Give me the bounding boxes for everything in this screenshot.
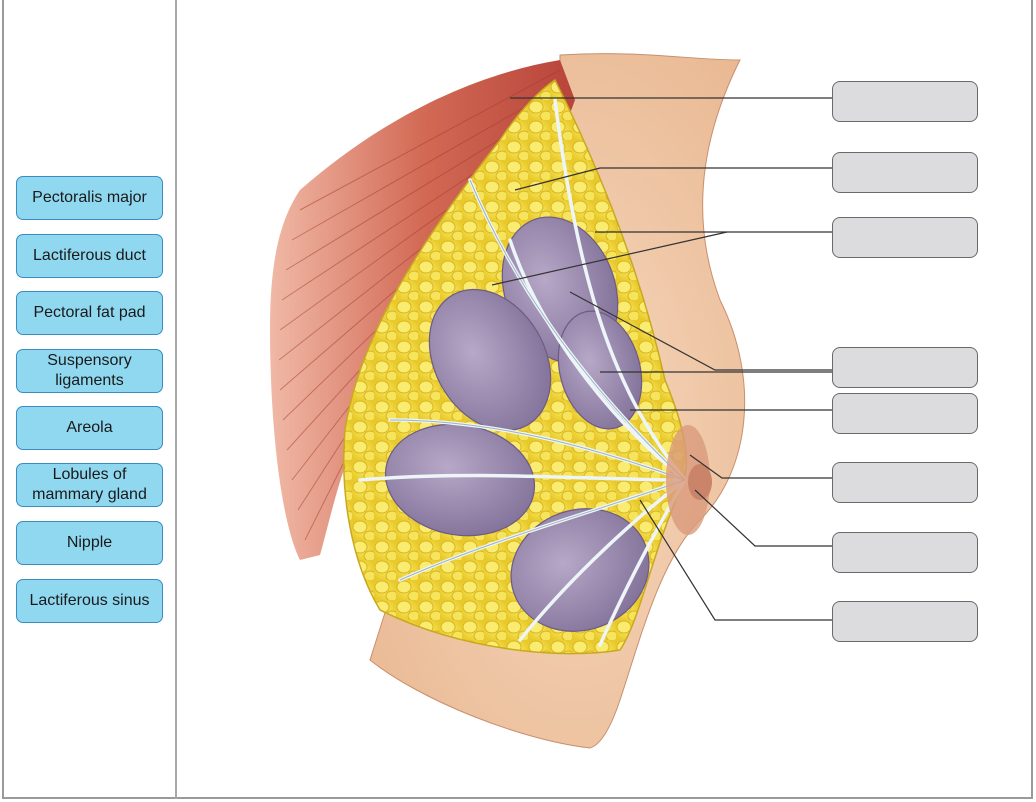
duct-outlines	[389, 179, 686, 581]
chip-lactiferous-duct[interactable]: Lactiferous duct	[16, 234, 163, 278]
chip-label: Pectoral fat pad	[33, 304, 146, 321]
chip-label: Suspensory ligaments	[47, 352, 132, 389]
leader-lines	[491, 97, 832, 621]
chip-pectoral-fat-pad[interactable]: Pectoral fat pad	[16, 291, 163, 335]
drop-target-5[interactable]	[832, 393, 978, 434]
chip-lobules-of-mammary-gland[interactable]: Lobules of mammary gland	[16, 463, 163, 507]
chip-lactiferous-sinus[interactable]: Lactiferous sinus	[16, 579, 163, 623]
drop-target-2[interactable]	[832, 152, 978, 193]
chip-nipple[interactable]: Nipple	[16, 521, 163, 565]
drop-target-1[interactable]	[832, 81, 978, 122]
drop-target-6[interactable]	[832, 462, 978, 503]
chip-areola[interactable]: Areola	[16, 406, 163, 450]
panel-divider	[175, 0, 177, 799]
drop-target-4[interactable]	[832, 347, 978, 388]
chip-label: Lactiferous duct	[33, 247, 146, 264]
drop-target-3[interactable]	[832, 217, 978, 258]
chip-label: Lobules of mammary gland	[32, 466, 147, 503]
areola	[666, 425, 710, 535]
drop-target-7[interactable]	[832, 532, 978, 573]
nipple	[688, 464, 712, 500]
drop-target-8[interactable]	[832, 601, 978, 642]
chip-pectoralis-major[interactable]: Pectoralis major	[16, 176, 163, 220]
chip-label: Areola	[66, 419, 113, 436]
chip-label: Lactiferous sinus	[29, 592, 150, 609]
chip-label: Pectoralis major	[32, 189, 147, 206]
chip-label: Nipple	[66, 534, 113, 551]
chip-suspensory-ligaments[interactable]: Suspensory ligaments	[16, 349, 163, 393]
